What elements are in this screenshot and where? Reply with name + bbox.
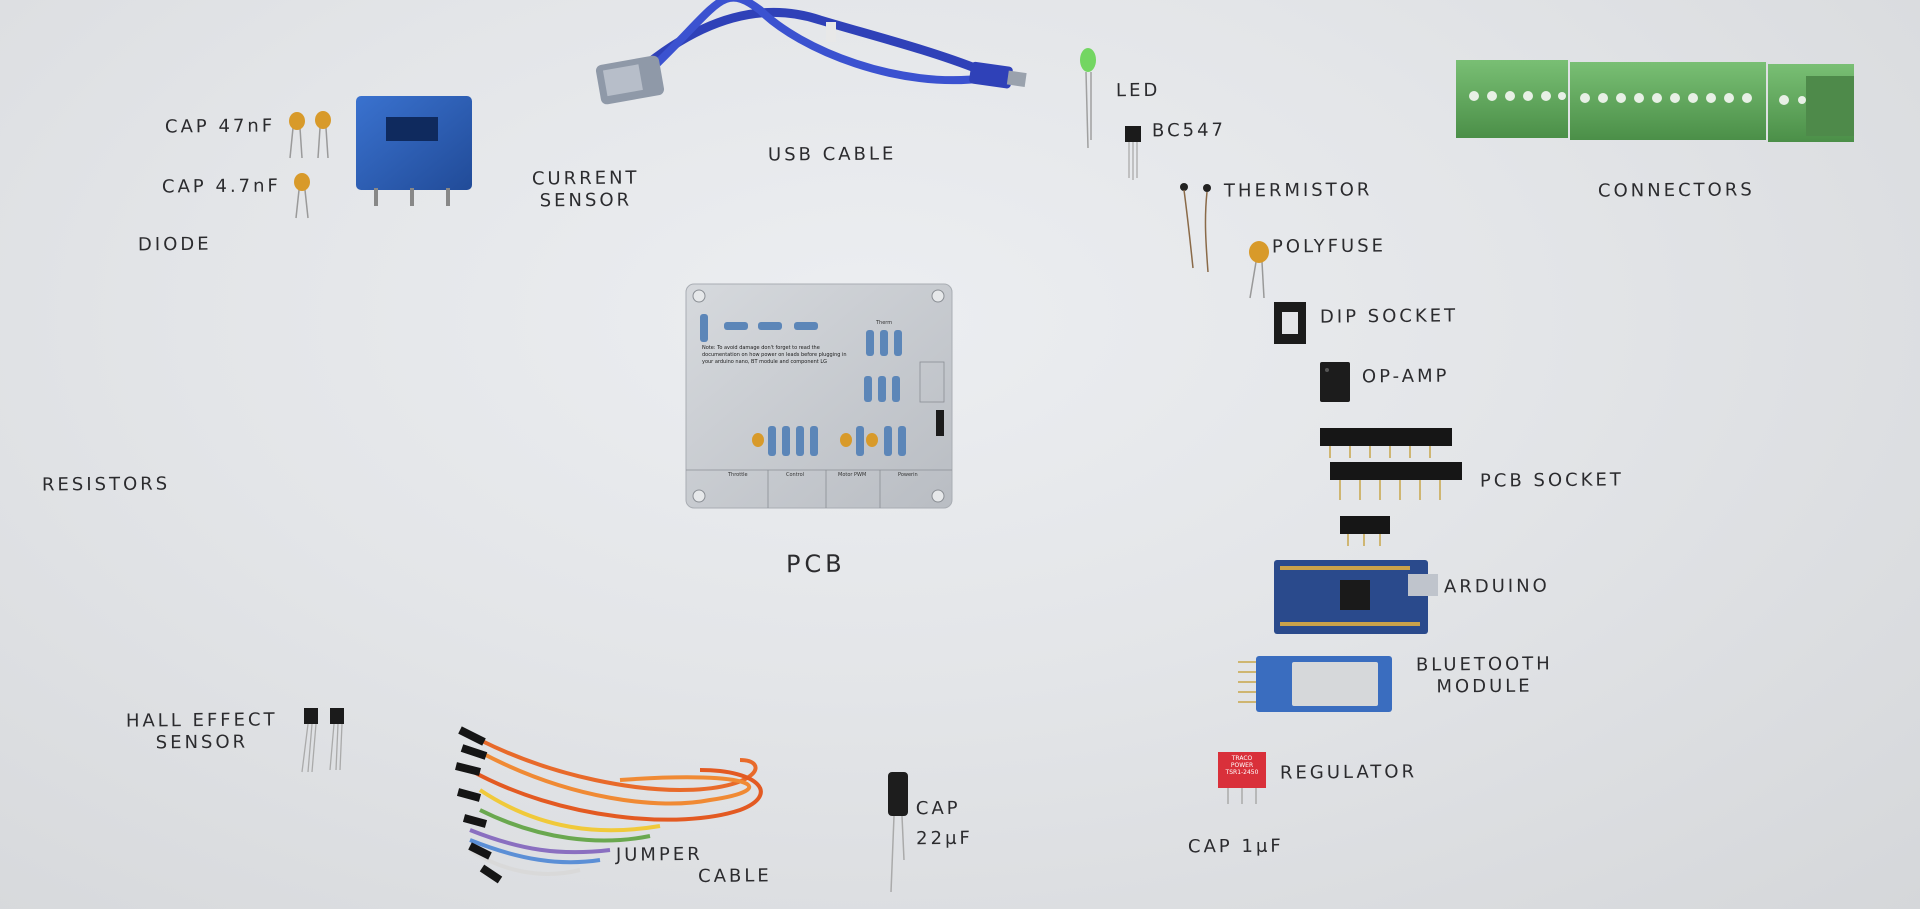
label-hall-line2: SENSOR [155, 731, 249, 754]
label-usb-cable: USB CABLE [767, 143, 897, 166]
thermistor-component [1180, 183, 1211, 273]
pcb-therm-label: Therm [876, 320, 893, 326]
regulator-chip-line3: TSR1-2450 [1225, 769, 1259, 776]
label-bc547: BC547 [1151, 119, 1227, 142]
connectors-component [1456, 60, 1854, 142]
regulator-chip-line1: TRACO [1231, 755, 1253, 762]
cap-4-7nf-component [294, 173, 310, 219]
label-bluetooth-line2: MODULE [1436, 675, 1533, 698]
usb-cable-component [595, 0, 1027, 105]
label-pcb: PCB [785, 549, 846, 579]
label-cap-22uf: CAP 22μF [916, 798, 973, 850]
op-amp-component [1320, 362, 1350, 402]
current-sensor-component [356, 96, 472, 206]
label-current-sensor-line1: CURRENT [531, 167, 640, 190]
hall-effect-sensor-component [301, 708, 344, 773]
label-cap-47nf: CAP 47nF [164, 115, 276, 138]
label-current-sensor: CURRENT SENSOR [532, 168, 640, 213]
pcb-section-motor-pwm: Motor PWM [838, 472, 867, 478]
label-bluetooth-module: BLUETOOTH MODULE [1416, 653, 1553, 698]
label-jumper-line1: JUMPER [615, 843, 703, 866]
label-cap-4-7nf: CAP 4.7nF [161, 175, 281, 198]
pcb-section-throttle: Throttle [728, 472, 748, 478]
regulator-chip-line2: POWER [1230, 762, 1254, 769]
jumper-cable-component [455, 726, 763, 884]
label-hall-line1: HALL EFFECT [125, 709, 278, 732]
arduino-component [1274, 560, 1438, 634]
label-polyfuse: POLYFUSE [1271, 235, 1387, 258]
label-hall-effect-sensor: HALL EFFECT SENSOR [126, 709, 278, 754]
pcb-section-powerin: Powerin [898, 472, 918, 478]
cap-47nf-component [289, 111, 331, 159]
label-cap-22uf-line2: 22μF [916, 827, 973, 850]
led-component [1080, 48, 1096, 149]
label-cap-1uf: CAP 1μF [1187, 835, 1284, 858]
label-diode: DIODE [137, 233, 212, 256]
label-arduino: ARDUINO [1443, 575, 1550, 598]
label-bluetooth-line1: BLUETOOTH [1415, 653, 1553, 676]
pcb-note-text: Note: To avoid damage don't forget to re… [702, 345, 847, 365]
label-cap-22uf-line1: CAP [915, 797, 961, 820]
label-dip-socket: DIP SOCKET [1319, 305, 1459, 328]
regulator-chip-text: TRACO POWER TSR1-2450 [1220, 755, 1264, 776]
pcb-socket-component [1320, 428, 1462, 546]
polyfuse-component [1249, 241, 1269, 299]
label-regulator: REGULATOR [1279, 761, 1418, 784]
pcb-section-control: Control [786, 472, 805, 478]
label-jumper-line2: CABLE [697, 865, 772, 887]
label-op-amp: OP-AMP [1361, 365, 1450, 388]
bc547-component [1125, 126, 1141, 180]
dip-socket-component [1274, 302, 1306, 344]
regulator-component [1218, 752, 1266, 804]
bluetooth-module-component [1238, 656, 1392, 712]
label-led: LED [1115, 79, 1161, 102]
label-connectors: CONNECTORS [1597, 179, 1755, 202]
label-resistors: RESISTORS [41, 473, 171, 496]
pcb-board-component [685, 283, 953, 509]
label-jumper-cable: JUMPER CABLE [616, 843, 772, 888]
label-pcb-socket: PCB SOCKET [1479, 469, 1624, 492]
cap-22uf-component [888, 772, 908, 893]
label-thermistor: THERMISTOR [1223, 179, 1373, 202]
label-current-sensor-line2: SENSOR [539, 189, 633, 212]
